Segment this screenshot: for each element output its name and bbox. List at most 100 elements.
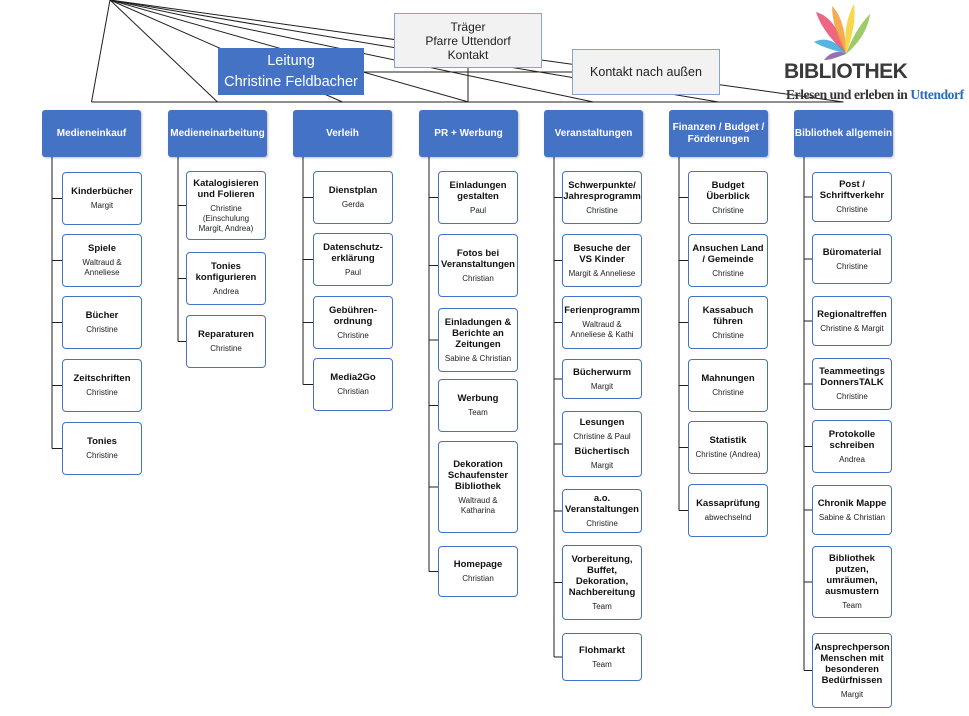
task-person: Christine & Margit [820, 323, 884, 333]
task-name: Ansprechperson Menschen mit besonderen B… [814, 641, 890, 686]
task-person: Christine (Andrea) [695, 450, 761, 459]
task-name: Bücherwurm [572, 366, 632, 378]
task-name: Werbung [457, 393, 499, 404]
bibliothek-logo: BIBLIOTHEK Erlesen und erleben in Uttend… [784, 2, 964, 107]
traeger-line1: Träger [450, 19, 486, 34]
column-header: Verleih [293, 110, 392, 157]
undefined [91, 0, 111, 103]
task-person: Christine (Einschulung Margit, Andrea) [198, 203, 254, 233]
task-person: Team [842, 601, 862, 610]
task-person: Christian [337, 387, 369, 396]
traeger-line3: Kontakt [447, 47, 489, 62]
task-person: Christine [712, 330, 744, 340]
task-person: Margit & Anneliese [568, 268, 636, 278]
task-person: Christine [586, 205, 618, 215]
column-header: Veranstaltungen [544, 110, 643, 157]
task-name: Media2Go [330, 372, 376, 383]
task-name: Regionaltreffen [817, 308, 887, 320]
task-name: Katalogisieren und Folieren [193, 177, 259, 200]
task-person: Waltraud & Anneliese & Kathi [570, 320, 634, 339]
task-name: Ferienprogramm [564, 305, 640, 316]
kontakt-box: Kontakt nach außen [572, 49, 720, 95]
task-person: Christine [836, 261, 868, 271]
task-box: Kassaprüfung abwechselnd [688, 484, 768, 537]
column-header: Finanzen / Budget / Förderungen [669, 110, 768, 157]
task-name: Zeitschriften [73, 373, 131, 384]
task-name: Bücher [85, 310, 119, 321]
task-name: Statistik [709, 435, 747, 446]
task-name: Spiele [88, 243, 116, 254]
task-person: Paul [344, 267, 361, 277]
traeger-line2: Pfarre Uttendorf [425, 33, 511, 48]
task-person: Sabine & Christian [818, 512, 886, 522]
task-person: Andrea [839, 454, 865, 464]
column-header: Bibliothek allgemein [794, 110, 893, 157]
task-name: Kinderbücher [71, 186, 133, 197]
task-person: Team [592, 601, 612, 611]
task-person: Christine [712, 388, 744, 397]
task-name: Fotos bei Veranstaltungen [441, 247, 515, 270]
undefined [109, 0, 218, 103]
task-name: Kassabuch führen [702, 304, 754, 327]
task-person: Sabine & Christian [444, 353, 512, 363]
task-name: Bibliothek putzen, umräumen, ausmustern [825, 553, 879, 597]
task-person: Andrea [213, 286, 239, 296]
task-name: Flohmarkt [579, 644, 625, 656]
column-header: Medieneinkauf [42, 110, 141, 157]
column-header: PR + Werbung [419, 110, 518, 157]
task-person: Christine [836, 205, 868, 214]
task-name: Gebühren-ordnung [328, 304, 378, 327]
task-name: Büchertisch [574, 446, 630, 457]
logo-place: Uttendorf [910, 87, 964, 102]
task-person: Margit [590, 381, 614, 391]
task-name: Homepage [453, 559, 503, 570]
task-person: Christine [586, 519, 618, 528]
task-person: Paul [469, 205, 486, 215]
task-person: Waltraud & Katharina [458, 495, 498, 515]
task-name: Kassaprüfung [696, 498, 760, 509]
task-person: Margit [840, 689, 864, 699]
leitung-name: Christine Feldbacher [224, 73, 358, 90]
task-person: Christine [210, 344, 242, 353]
task-name: Protokolle schreiben [828, 428, 876, 451]
task-person: Christine [86, 388, 118, 397]
butterfly-logo-icon [814, 4, 870, 60]
task-person: Christine [712, 268, 744, 278]
task-name: Dienstplan [328, 185, 378, 196]
task-name: Post / Schriftverkehr [819, 179, 885, 201]
task-name: Mahnungen [701, 373, 755, 384]
task-person: Christine [712, 205, 744, 215]
task-person: abwechselnd [704, 513, 752, 522]
